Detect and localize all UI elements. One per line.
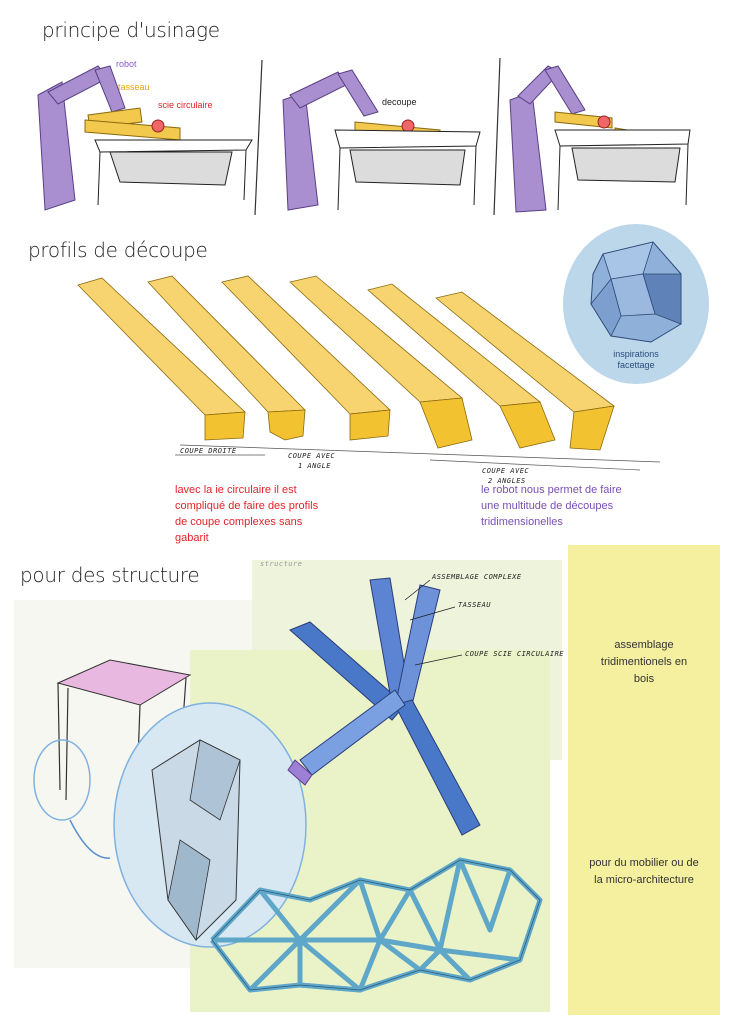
inspiration-circle: inspirations facettage xyxy=(563,224,709,384)
note-purple-line-3: tridimensionelles xyxy=(481,516,563,528)
side-panel-text2-line1: pour du mobilier ou de xyxy=(589,857,699,869)
label-coupe-angle-1: COUPE AVEC xyxy=(288,452,336,460)
label-coupe-2angles-1: COUPE AVEC xyxy=(482,467,530,475)
inspiration-line-2: facettage xyxy=(617,360,655,370)
note-red-line-2: compliqué de faire des profils xyxy=(175,500,319,512)
note-purple: le robot nous permet de faire une multit… xyxy=(481,482,622,530)
section-title-profils: profils de découpe xyxy=(28,238,208,262)
label-coupe-angle-2: 1 ANGLE xyxy=(298,462,332,470)
label-coupe-2angles-2: 2 ANGLES xyxy=(488,477,526,485)
robot-sketch-3 xyxy=(509,65,691,213)
label-assemblage-complexe: ASSEMBLAGE COMPLEXE xyxy=(432,573,522,581)
note-purple-line-1: le robot nous permet de faire xyxy=(481,484,622,496)
section-title-structure: pour des structure xyxy=(20,563,200,587)
label-robot: robot xyxy=(116,59,137,69)
note-red: lavec la ie circulaire il est compliqué … xyxy=(175,482,318,546)
label-scie: scie circulaire xyxy=(158,100,213,110)
sketch-paper-bottom xyxy=(190,650,550,1012)
robot-sketch-2 xyxy=(282,69,481,211)
side-panel-text1-line3: bois xyxy=(633,673,655,685)
side-panel: assemblage tridimentionels en bois pour … xyxy=(568,545,720,1015)
faceted-rock-sketch xyxy=(590,241,682,343)
side-panel-text2-line2: la micro-architecture xyxy=(594,874,694,886)
note-purple-line-2: une multitude de découpes xyxy=(481,500,614,512)
inspiration-line-1: inspirations xyxy=(613,349,659,359)
label-sketch-word: structure xyxy=(260,560,303,568)
label-tasseau-struct: TASSEAU xyxy=(458,601,492,609)
section-title-usinage: principe d'usinage xyxy=(42,18,220,42)
label-coupe-scie: COUPE SCIE CIRCULAIRE xyxy=(465,650,565,658)
label-decoupe: decoupe xyxy=(382,97,417,107)
side-panel-text1-line1: assemblage xyxy=(614,639,674,651)
label-coupe-droite: COUPE DROITE xyxy=(180,447,237,455)
note-red-line-4: gabarit xyxy=(175,532,209,544)
note-red-line-3: de coupe complexes sans xyxy=(175,516,303,528)
label-tasseau: tasseau xyxy=(118,82,150,92)
note-red-line-1: lavec la ie circulaire il est xyxy=(175,484,297,496)
side-panel-text1-line2: tridimentionels en xyxy=(600,656,688,668)
